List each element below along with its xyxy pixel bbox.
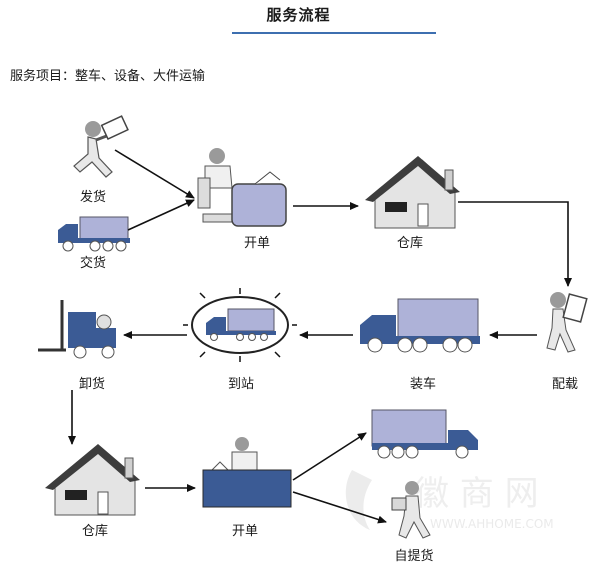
- flow-arrows: [68, 149, 572, 524]
- step-label-warehouse-1: 仓库: [396, 236, 423, 251]
- arrow-handover-to-order: [127, 199, 195, 231]
- step-label-unloading: 卸货: [78, 377, 105, 392]
- arrow-order-to-truck: [292, 432, 367, 481]
- step-label-pickload: 配载: [551, 377, 578, 392]
- big-truck-icon: [360, 298, 480, 353]
- step-label-order-1: 开单: [243, 236, 270, 251]
- arrow-warehouse-to-pickload: [458, 201, 572, 287]
- step-label-ship: 发货: [79, 190, 106, 205]
- counter-clerk-icon: [202, 437, 292, 508]
- arrow-ship-to-order: [114, 149, 195, 199]
- step-label-loading: 装车: [409, 377, 436, 392]
- svg-text:徽 商 网: 徽 商 网: [415, 474, 539, 514]
- forklift-icon: [38, 300, 116, 359]
- svg-text:WWW.AHHOME.COM: WWW.AHHOME.COM: [430, 517, 554, 531]
- warehouse-icon: [365, 156, 460, 229]
- warehouse-icon: [45, 444, 140, 516]
- arrow-order-to-selfpickup: [292, 491, 387, 524]
- running-person-icon: [73, 115, 129, 178]
- delivery-truck-icon: [371, 409, 478, 459]
- carrier-person-icon: [546, 292, 588, 353]
- watermark-logo: 徽 商 网 WWW.AHHOME.COM: [345, 470, 554, 531]
- step-label-self-pickup: 自提货: [394, 549, 434, 564]
- page-title: 服务流程: [266, 6, 331, 24]
- service-items-text: 服务项目：整车、设备、大件运输: [10, 69, 206, 84]
- clerk-desk-icon: [197, 148, 287, 227]
- pickup-person-icon: [391, 481, 431, 539]
- arrival-station-icon: [183, 288, 297, 362]
- step-label-arrival: 到站: [227, 377, 254, 392]
- step-label-warehouse-2: 仓库: [81, 524, 108, 539]
- step-label-order-2: 开单: [231, 524, 258, 539]
- title-underline: [232, 32, 436, 34]
- small-truck-icon: [58, 216, 130, 252]
- step-label-handover: 交货: [79, 256, 106, 271]
